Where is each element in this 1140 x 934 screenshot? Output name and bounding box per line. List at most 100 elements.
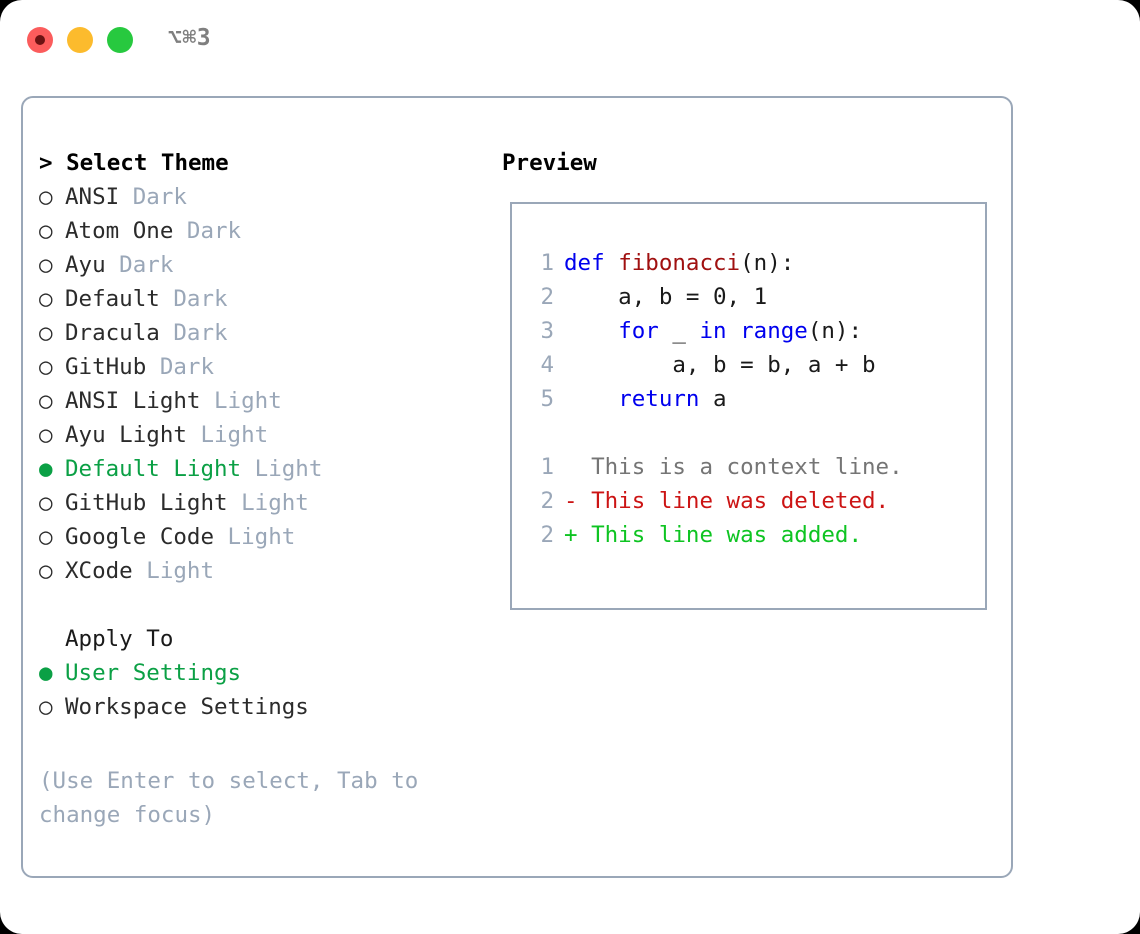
theme-item-label: ANSI (65, 184, 120, 210)
line-number: 2 (540, 522, 554, 548)
theme-item-label: Ayu (65, 252, 106, 278)
code-token (564, 386, 618, 412)
minimize-window-button[interactable] (67, 27, 93, 53)
theme-item-label: Default (65, 286, 160, 312)
code-token: fibonacci (618, 250, 741, 276)
code-line: 2 a, b = 0, 1 (526, 280, 977, 314)
radio-unselected-icon: ○ (39, 422, 53, 448)
code-token: return (618, 386, 700, 412)
code-token: (n): (740, 250, 795, 276)
theme-item-label: ANSI Light (65, 388, 201, 414)
theme-list-item[interactable]: ○Ayu Dark (39, 248, 479, 282)
theme-item-mode-badge: Dark (146, 354, 215, 380)
diff-line-text: + This line was added. (564, 522, 863, 548)
radio-unselected-icon: ○ (39, 524, 53, 550)
theme-item-mode-badge: Light (241, 456, 323, 482)
code-line: 1 def fibonacci(n): (526, 246, 977, 280)
theme-list-item[interactable]: ○ Google Code Light (39, 520, 479, 554)
diff-line: 2 + This line was added. (526, 518, 977, 552)
radio-unselected-icon: ○ (39, 252, 53, 278)
line-number: 1 (540, 250, 554, 276)
theme-item-mode-badge: Dark (159, 320, 228, 346)
code-diff-spacer (526, 416, 977, 450)
select-theme-heading: > Select Theme (39, 150, 229, 176)
theme-item-label: Dracula (65, 320, 160, 346)
apply-to-list-item[interactable]: ● User Settings (39, 656, 479, 690)
radio-unselected-icon: ○ (39, 490, 53, 516)
line-number: 1 (540, 454, 554, 480)
code-token: in range (699, 318, 808, 344)
theme-list-item[interactable]: ○ Dracula Dark (39, 316, 479, 350)
line-number: 5 (540, 386, 554, 412)
theme-item-mode-badge: Dark (159, 286, 228, 312)
apply-to-list-item[interactable]: ○Workspace Settings (39, 690, 479, 724)
code-token: for (618, 318, 659, 344)
radio-selected-icon: ● (39, 660, 53, 686)
theme-list-item[interactable]: ● Default Light Light (39, 452, 479, 486)
code-line: 5 return a (526, 382, 977, 416)
code-line: 4 a, b = b, a + b (526, 348, 977, 382)
keyboard-hint: (Use Enter to select, Tab to change focu… (39, 768, 419, 828)
radio-selected-icon: ● (39, 456, 53, 482)
radio-unselected-icon: ○ (39, 354, 53, 380)
line-number: 2 (540, 488, 554, 514)
theme-item-mode-badge: Dark (119, 184, 187, 210)
theme-list-item[interactable]: ○ Default Dark (39, 282, 479, 316)
maximize-window-button[interactable] (107, 27, 133, 53)
theme-list-item[interactable]: ○ ANSI Dark (39, 180, 479, 214)
theme-item-mode-badge: Light (186, 422, 269, 448)
theme-list-item[interactable]: ○ ANSI Light Light (39, 384, 479, 418)
code-line: 3 for _ in range(n): (526, 314, 977, 348)
apply-to-heading-label: Apply To (65, 626, 174, 652)
theme-list-item[interactable]: ○ Atom One Dark (39, 214, 479, 248)
theme-list-item[interactable]: ○ Ayu Light Light (39, 418, 479, 452)
diff-line-text: This is a context line. (564, 454, 903, 480)
apply-to-item-label: Workspace Settings (65, 694, 309, 720)
theme-item-mode-badge: Light (200, 388, 282, 414)
theme-selector-list[interactable]: > Select Theme ○ANSI Dark○Atom One Dark○… (39, 146, 479, 724)
diff-line: 2 - This line was deleted. (526, 484, 977, 518)
line-number: 4 (540, 352, 554, 378)
code-token: a (699, 386, 727, 412)
theme-item-label: GitHub (65, 354, 147, 380)
diff-lines-container: 1 This is a context line. 2 - This line wa… (526, 450, 977, 552)
theme-item-mode-badge: Dark (173, 218, 242, 244)
line-number: 2 (540, 284, 554, 310)
dialog-panel: > Select Theme ○ANSI Dark○Atom One Dark○… (21, 96, 1013, 878)
code-token: (n): (807, 318, 863, 344)
theme-item-label: Default Light (65, 456, 242, 482)
diff-line-text: - This line was deleted. (564, 488, 890, 514)
radio-unselected-icon: ○ (39, 320, 53, 346)
theme-item-mode-badge: Light (132, 558, 215, 584)
apply-to-items-container: ● User Settings ○Workspace Settings (39, 656, 479, 724)
radio-unselected-icon: ○ (39, 388, 53, 414)
close-window-button[interactable] (27, 27, 53, 53)
diff-line: 1 This is a context line. (526, 450, 977, 484)
apply-to-heading: Apply To (39, 622, 479, 656)
preview-heading: Preview (502, 150, 597, 176)
theme-item-label: Ayu Light (65, 422, 187, 448)
theme-item-mode-badge: Light (214, 524, 296, 550)
radio-unselected-icon: ○ (39, 286, 53, 312)
code-token: a, b = 0, 1 (564, 284, 768, 310)
radio-unselected-icon: ○ (39, 558, 53, 584)
theme-item-label: XCode (65, 558, 133, 584)
code-token: _ (658, 318, 700, 344)
code-token: a, b = b, a + b (564, 352, 876, 378)
theme-list-item[interactable]: ○ GitHub Light Light (39, 486, 479, 520)
code-token: def (564, 250, 619, 276)
radio-unselected-icon: ○ (39, 184, 53, 210)
theme-list-item[interactable]: ○ GitHub Dark (39, 350, 479, 384)
radio-unselected-icon: ○ (39, 218, 53, 244)
theme-item-label: Google Code (65, 524, 215, 550)
theme-item-mode-badge: Light (227, 490, 309, 516)
apply-to-item-label: User Settings (65, 660, 242, 686)
line-number: 3 (540, 318, 554, 344)
theme-item-label: GitHub Light (65, 490, 228, 516)
theme-item-label: Atom One (65, 218, 174, 244)
theme-list-item[interactable]: ○ XCode Light (39, 554, 479, 588)
